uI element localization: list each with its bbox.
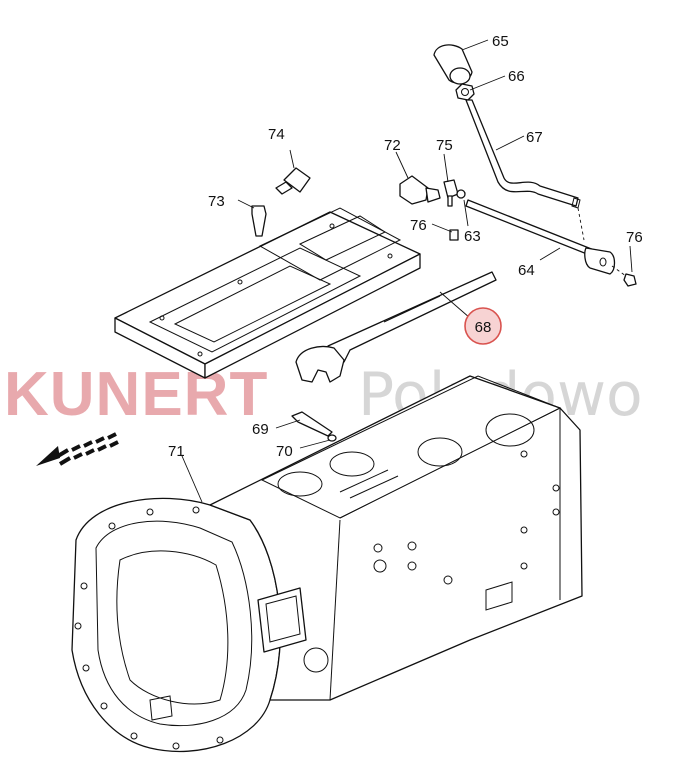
transmission-housing-part[interactable] xyxy=(71,375,583,752)
callout-73[interactable]: 73 xyxy=(208,193,225,210)
callout-71[interactable]: 71 xyxy=(168,443,185,460)
elbow-fitting-part[interactable] xyxy=(443,179,459,207)
callout-64[interactable]: 64 xyxy=(518,262,535,279)
shift-rod-part[interactable] xyxy=(465,199,616,275)
callout-70[interactable]: 70 xyxy=(276,443,293,460)
bolt-part[interactable] xyxy=(291,411,333,437)
washer-part[interactable] xyxy=(327,434,337,442)
bolt-part-right[interactable] xyxy=(623,273,637,287)
callout-labels: 65 66 67 74 72 75 73 76 63 76 64 68 69 7… xyxy=(168,33,643,460)
dashed-arrow-left-icon xyxy=(36,432,119,466)
top-cover-plate-part[interactable] xyxy=(114,207,421,379)
callout-68[interactable]: 68 xyxy=(475,319,492,336)
o-ring-part[interactable] xyxy=(456,189,466,199)
leader-lines xyxy=(181,39,633,503)
callout-76-right[interactable]: 76 xyxy=(626,229,643,246)
callout-65[interactable]: 65 xyxy=(492,33,509,50)
assembly-dashline xyxy=(577,207,585,241)
callout-66[interactable]: 66 xyxy=(508,68,525,85)
gear-knob-part[interactable] xyxy=(433,44,473,85)
callout-72[interactable]: 72 xyxy=(384,137,401,154)
highlight-circle xyxy=(464,307,502,345)
callout-67[interactable]: 67 xyxy=(526,129,543,146)
assembly-dashline-bolt xyxy=(611,265,627,277)
breather-valve-part[interactable] xyxy=(251,205,267,237)
bolt-part-left[interactable] xyxy=(449,229,459,241)
callout-74[interactable]: 74 xyxy=(268,126,285,143)
sensor-part[interactable] xyxy=(275,167,311,195)
callout-76-left[interactable]: 76 xyxy=(410,217,427,234)
lock-nut-part[interactable] xyxy=(455,83,475,101)
watermark-brand: KUNERT xyxy=(4,360,268,429)
switch-plug-part[interactable] xyxy=(399,175,441,205)
gear-lever-rod-part[interactable] xyxy=(465,99,581,209)
callout-69[interactable]: 69 xyxy=(252,421,269,438)
callout-75[interactable]: 75 xyxy=(436,137,453,154)
shift-fork-part[interactable] xyxy=(295,271,497,383)
callout-63[interactable]: 63 xyxy=(464,228,481,245)
